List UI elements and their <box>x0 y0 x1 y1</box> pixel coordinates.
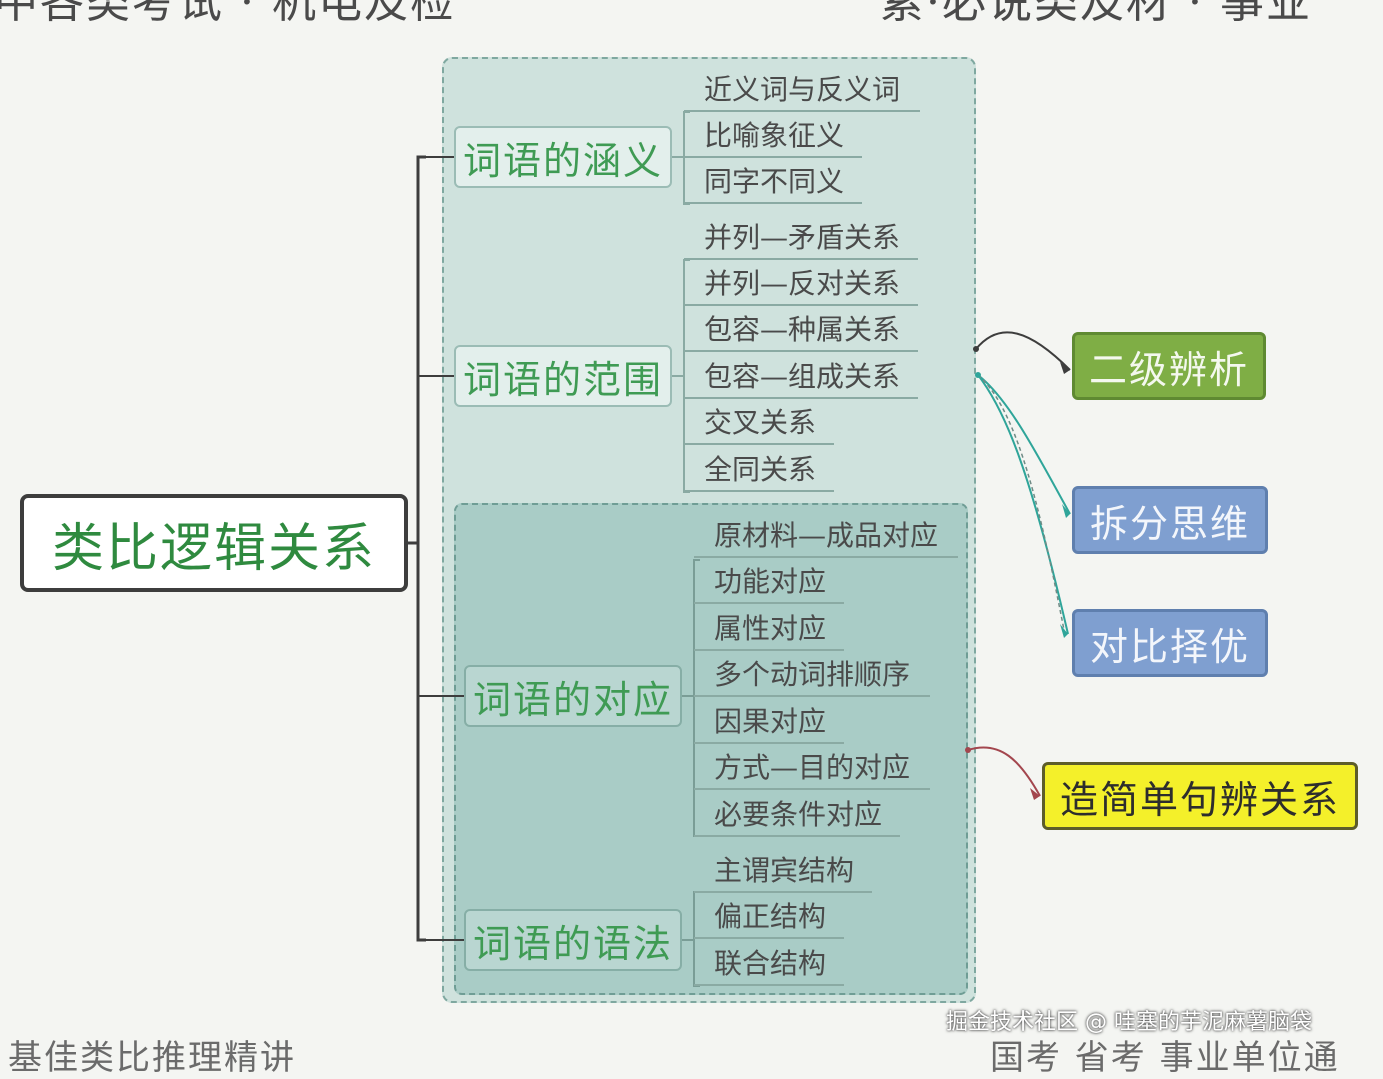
leaf-item: 同字不同义 <box>684 160 862 204</box>
leaf-item: 主谓宾结构 <box>694 849 872 893</box>
watermark-text: 掘金技术社区 @ 哇塞的芋泥麻薯脑袋 <box>946 1010 1312 1035</box>
category-node-grammar: 词语的语法 <box>464 909 682 971</box>
leaf-item: 全同关系 <box>684 448 834 492</box>
secondary-analysis-node: 二级辨析 <box>1072 332 1266 400</box>
leaf-item: 多个动词排顺序 <box>694 653 930 697</box>
root-node: 类比逻辑关系 <box>20 494 408 592</box>
top-left-banner-text: 中各类考试 · 机电及检 <box>0 0 456 28</box>
leaf-item: 比喻象征义 <box>684 114 862 158</box>
leaf-item: 联合结构 <box>694 942 844 986</box>
leaf-item: 包容—种属关系 <box>684 308 918 352</box>
leaf-item: 交叉关系 <box>684 401 834 445</box>
category-node-correspondence: 词语的对应 <box>464 665 682 727</box>
leaf-item: 方式—目的对应 <box>694 746 930 790</box>
bottom-right-caption: 国考 省考 事业单位通 <box>990 1038 1340 1078</box>
leaf-item: 原材料—成品对应 <box>694 514 958 558</box>
leaf-item: 必要条件对应 <box>694 793 900 837</box>
leaf-item: 属性对应 <box>694 607 844 651</box>
leaf-item: 偏正结构 <box>694 895 844 939</box>
top-right-banner-text: 累·必说类及材 · 事业 <box>880 0 1312 28</box>
compare-select-node: 对比择优 <box>1072 609 1268 677</box>
split-thinking-node: 拆分思维 <box>1072 486 1268 554</box>
bottom-left-caption: 基佳类比推理精讲 <box>8 1038 296 1078</box>
category-node-scope: 词语的范围 <box>454 345 672 407</box>
leaf-item: 功能对应 <box>694 560 844 604</box>
leaf-item: 并列—矛盾关系 <box>684 216 918 260</box>
leaf-item: 包容—组成关系 <box>684 355 918 399</box>
category-node-meaning: 词语的涵义 <box>454 126 672 188</box>
leaf-item: 并列—反对关系 <box>684 262 918 306</box>
simple-sentence-node: 造简单句辨关系 <box>1042 762 1358 830</box>
leaf-item: 因果对应 <box>694 700 844 744</box>
leaf-item: 近义词与反义词 <box>684 68 920 112</box>
